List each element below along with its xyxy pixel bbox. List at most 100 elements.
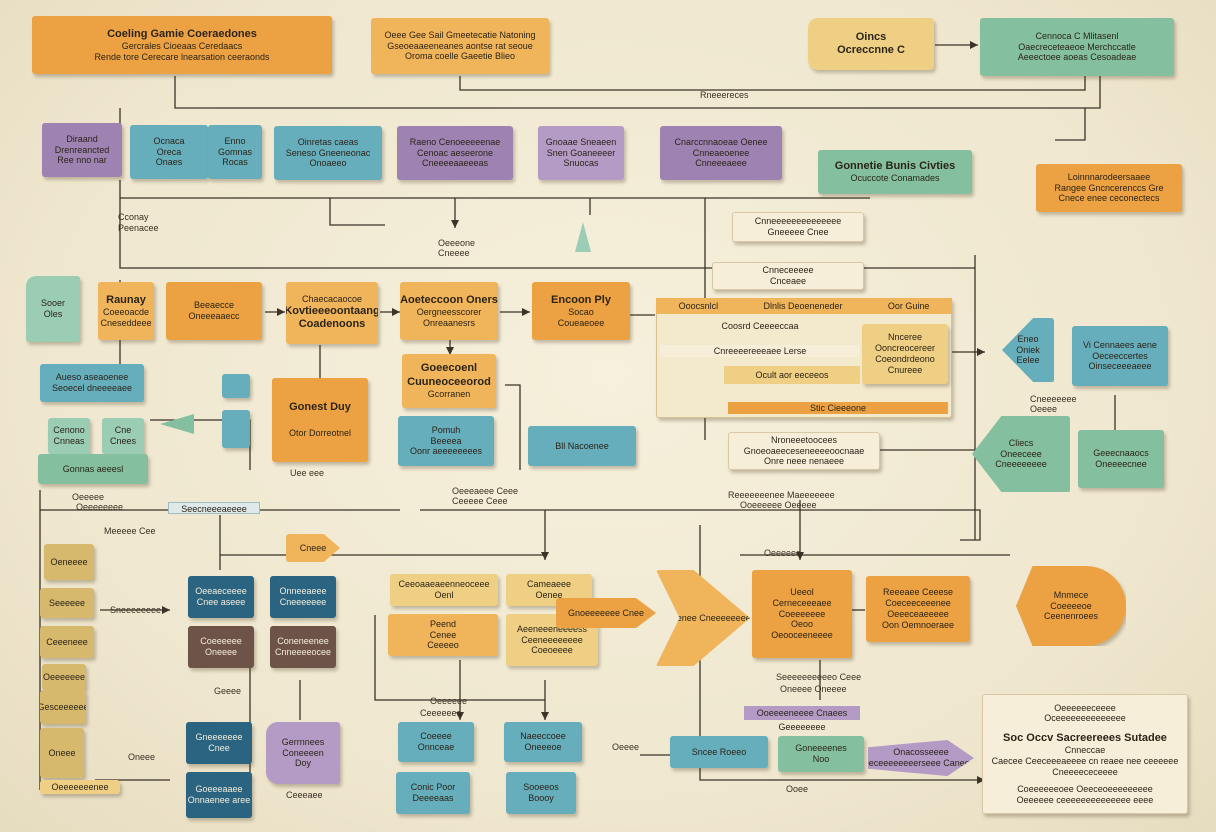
connector-level2-a	[329, 198, 385, 226]
bottom-blue-e[interactable]: Sncee Roeeo	[670, 736, 768, 768]
yellow-b-t1: Cameaeee	[526, 579, 572, 590]
panel-row-3[interactable]: Ocult aor eeceeos	[724, 366, 860, 384]
mid-i-title: Bll Nacoenee	[555, 440, 609, 451]
left-green-b-title: Cenono	[53, 425, 85, 436]
purple-arrow-box[interactable]: Onacosseeee Ceeeceeeeeeeerseee Caneeeeen	[868, 740, 974, 776]
left-strip-0[interactable]: Oeneeee	[44, 544, 94, 580]
mid-box-f[interactable]: Goeecoenl Cuuneoceeorod Gcorranen	[402, 354, 496, 408]
bottom-blue-b[interactable]: Naeeccoee Oneeeoe	[504, 722, 582, 762]
mid-box-g[interactable]: Gonest Duy Otor Dorreotnel	[272, 378, 368, 462]
mid-box-i[interactable]: Bll Nacoenee	[528, 426, 636, 466]
panel-row-1[interactable]: Coosrd Ceeeeccaa	[721, 321, 799, 331]
mid-box-c[interactable]: Chaecacaocoe Kovtieeeoontaang Coadenoons	[286, 282, 378, 344]
yellow-box-c[interactable]: Peend Cenee Ceeeeo	[388, 614, 498, 656]
left-strip-4[interactable]: Gesceeeeee	[40, 690, 86, 724]
left-teal-line1: Aueso aseaoenee	[55, 372, 129, 383]
left-teal-box[interactable]: Aueso aseaoenee Seoecel dneeeeaee	[40, 364, 144, 402]
mid-box-e[interactable]: Encoon Ply Socao Coueaeoee	[532, 282, 630, 340]
green-right-box[interactable]: Geeecnaaocs Oneeeecnee	[1078, 430, 1164, 488]
row2-box-e[interactable]: Raeno Cenoeeeeenae Cenoac aeseerone Cnee…	[397, 126, 513, 180]
left-small-b[interactable]	[222, 410, 250, 448]
orange-right2-t4: Oon Oemnoeraee	[881, 619, 955, 630]
left-small-a[interactable]	[222, 374, 250, 398]
left-strip-6[interactable]: Oeeeeeeenee	[40, 780, 120, 794]
top-right-box[interactable]: Cennoca C Mlitasenl Oaecreceteaeoe Merch…	[980, 18, 1174, 76]
panel-row-4[interactable]: Stic Cieeeone	[728, 402, 948, 414]
rect-brown-l[interactable]: Coeeeeee Oneeee	[188, 626, 254, 668]
orange-center-t2: Cerneceeeaee	[772, 597, 832, 608]
left-label-1: Cconay	[118, 212, 149, 222]
orange-right2-box[interactable]: Reeeaee Ceeese Coeceeceeenee Oeeeceaeeee…	[866, 576, 970, 642]
row2-box-f[interactable]: Gnoaae Sneaeen Snen Goaneeeer Snuocas	[538, 126, 624, 180]
panel-inner-t1: Nnceree	[887, 332, 923, 343]
left-strip-2[interactable]: Ceeeneee	[40, 626, 94, 658]
right-mid-label-2: Oeeee	[1030, 404, 1058, 414]
left-green-d-title: Gonnas aeeesl	[62, 463, 124, 474]
orange-right-box[interactable]: Loinnnarodeersaaee Rangee Gncncerenccs G…	[1036, 164, 1182, 212]
blue-box-a[interactable]: Goeeeaaee Onnaenee aree	[186, 772, 252, 818]
mid-box-b[interactable]: Beeaecce Oneeeaaecc	[166, 282, 262, 340]
blue-a-t2: Onnaenee aree	[187, 795, 251, 805]
left-strip-1-text: Seeeeee	[48, 597, 86, 608]
bottom-green-t2: Noo	[812, 754, 830, 764]
mid-box-a[interactable]: Raunay Coeeoacde Cneseddeee	[98, 282, 154, 340]
rect-blue-l2[interactable]: Onneeaeee Cneeeeeee	[270, 576, 336, 618]
left-green-block-b[interactable]: Cenono Cnneas	[48, 418, 90, 454]
left-strip-5[interactable]: Oneee	[40, 728, 84, 778]
panel-inner-box[interactable]: Nnceree Ooncreocereer Coeondrdeono Cnure…	[862, 324, 948, 384]
cream-mid-box[interactable]: Nroneeetoocees Gnoeoaeeceseneeeeoocnaae …	[728, 432, 880, 470]
row2-box-g[interactable]: Cnarccnnaoeae Oenee Cnneaeoenee Cnneeeae…	[660, 126, 782, 180]
row2-box-b[interactable]: Ocnaca Oreca Onaes	[130, 125, 208, 179]
brown-box-b[interactable]: Coneneenee Cnneeeeocee	[270, 626, 336, 668]
white-card-b[interactable]: Cnneceeeee Cnceaee	[712, 262, 864, 290]
bottom-right-panel[interactable]: Oeeeeeeceeee Oceeeeeeeeeeeeee Soc Occv S…	[982, 694, 1188, 814]
bottom-green-box[interactable]: Goneeeenes Noo	[778, 736, 864, 772]
row2-box-c[interactable]: Enno Gomnas Rocas	[208, 125, 262, 179]
left-green-block-c[interactable]: Cne Cnees	[102, 418, 144, 454]
orange-center-t5: Oeooceeneeee	[771, 630, 833, 641]
orange-cylinder[interactable]: Mnmece Coeeeeoe Ceenenroees	[1016, 566, 1126, 646]
yellow-c-t1: Peend	[429, 618, 457, 629]
left-green-block-a[interactable]: Sooer Oles	[26, 276, 80, 342]
mid-h-line3: Oonr aeeeeeeees	[409, 446, 483, 457]
row2-a-line2: Drenreancted	[54, 144, 110, 155]
left-strip-3[interactable]: Oeeeeeee	[42, 664, 86, 690]
highlight-strip-a[interactable]: Seecneeeaeeee	[168, 502, 260, 514]
bottom-blue-a[interactable]: Coeeee Onnceae	[398, 722, 474, 762]
left-strip-6-text: Oeeeeeeenee	[51, 781, 109, 792]
rect-blue-l1-t1: Oeeaeceeee	[195, 586, 247, 597]
teal-right-box[interactable]: Vi Cennaees aene Oeceeccertes Oinseceeea…	[1072, 326, 1168, 386]
left-purple-box[interactable]: Gerrnnees Coneeeen Doy	[266, 722, 340, 784]
panel-inner-t2: Ooncreocereer	[874, 343, 936, 354]
row2-box-a[interactable]: Diraand Drenreancted Ree nno nar	[42, 123, 122, 177]
yellow-box-a[interactable]: Ceeoaaeaeenneoceee Oenl	[390, 574, 498, 606]
arrow-teal-t1: Eneo	[1017, 333, 1039, 344]
yellow-box-d[interactable]: Aeeneeeneeeess Ceeneeeeeeee Coeoeeee	[506, 614, 598, 666]
panel-right-title: Soc Occv Sacreereees Sutadee	[1003, 732, 1167, 745]
top-center-box[interactable]: Oeee Gee Sail Gmeetecatie Natoning Gseoe…	[371, 18, 549, 74]
row2-b-line3: Onaes	[155, 157, 183, 168]
orange-center-box[interactable]: Ueeol Cerneceeeaee Coeeeeeee Oeoo Oeooce…	[752, 570, 852, 658]
bottom-blue-d[interactable]: Sooeeos Boooy	[506, 772, 576, 814]
left-green-block-d[interactable]: Gonnas aeeesl	[38, 454, 148, 484]
mid-box-h[interactable]: Pomuh Beeeea Oonr aeeeeeeees	[398, 416, 494, 466]
orange-arrow-left[interactable]: Gnoeeeeeee Cnee	[556, 598, 656, 628]
rect-blue-l1[interactable]: Oeeaeceeee Cnee aseee	[188, 576, 254, 618]
bottom-blue-c[interactable]: Conic Poor Deeeeaas	[396, 772, 470, 814]
bottom-label-c: Seeeeeeeeeeo Ceee	[776, 672, 862, 682]
purple-strip[interactable]: Ooeeeeneeee Cnaees Geeeeeeee	[744, 706, 860, 732]
rect-blue-l3[interactable]: Gneeeeeee Cnee	[186, 722, 252, 764]
mid-label-c: Reeeeeeenee Maeeeeeee	[728, 490, 835, 500]
top-tag-box[interactable]: Oincs Ocreccnne C	[808, 18, 934, 70]
green-mid-box[interactable]: Gonnetie Bunis Civties Ocuccote Conamade…	[818, 150, 972, 194]
top-left-box[interactable]: Coeling Gamie Coeraedones Gercrales Cioe…	[32, 16, 332, 74]
row2-box-d[interactable]: Oinretas caeas Seneso Gneeneonac Onoaeeo	[274, 126, 382, 180]
mid-box-d[interactable]: Aoeteccoon Oners Oergneesscorer Onreaane…	[400, 282, 498, 340]
white-card-a[interactable]: Cnneeeeeeeeeeeeee Gneeeee Cnee	[732, 212, 864, 242]
mid-a-line2: Coeeoacde	[102, 306, 150, 317]
yellow-box-b[interactable]: Cameaeee Oenee	[506, 574, 592, 606]
left-strip-1[interactable]: Seeeeee	[40, 588, 94, 618]
left-low-label-3: Oneee	[128, 752, 156, 762]
mid-f-title: Goeecoenl	[420, 362, 478, 375]
panel-row-2[interactable]: Cnreeeereeeaee Lerse	[660, 345, 860, 357]
